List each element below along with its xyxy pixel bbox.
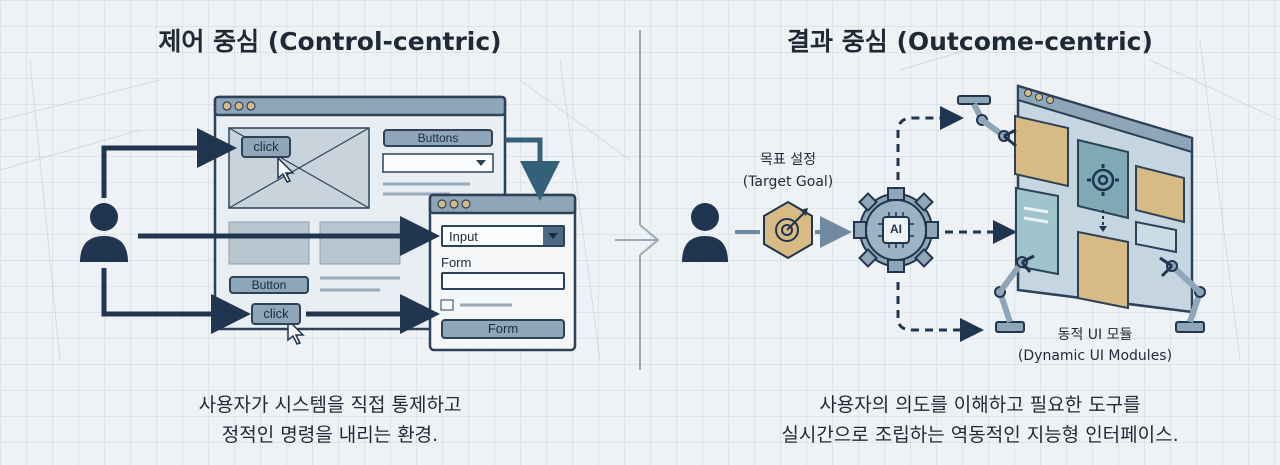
dropdown-field — [382, 153, 494, 173]
right-title: 결과 중심 (Outcome-centric) — [787, 27, 1153, 56]
right-caption-line1: 사용자의 의도를 이해하고 필요한 도구를 — [819, 394, 1141, 416]
ai-gear-icon — [853, 187, 939, 273]
input-dropdown[interactable]: Input — [441, 225, 565, 247]
settings-module — [1077, 138, 1129, 220]
modules-label-en: (Dynamic UI Modules) — [1017, 348, 1173, 364]
user-icon — [80, 203, 128, 262]
window-flow-arrow — [505, 137, 560, 201]
target-goal-icon — [763, 200, 813, 260]
ui-module-card — [1135, 164, 1185, 224]
chevron-down-icon — [543, 227, 563, 245]
left-caption-line2: 정적인 명령을 내리는 환경. — [221, 424, 439, 446]
robot-arm-icon — [957, 95, 1017, 148]
right-caption-line2: 실시간으로 조립하는 역동적인 지능형 인터페이스. — [781, 424, 1179, 446]
input-label: Input — [449, 229, 478, 244]
form-label: Form — [441, 255, 472, 270]
ui-module-card — [1077, 230, 1129, 310]
left-caption-line1: 사용자가 시스템을 직접 통제하고 — [198, 394, 462, 416]
cursor-icon — [287, 318, 305, 345]
control-arrows — [101, 128, 440, 334]
button-button[interactable]: Button — [229, 276, 309, 294]
form-submit-button[interactable]: Form — [441, 319, 565, 339]
cursor-icon — [277, 156, 295, 183]
buttons-button[interactable]: Buttons — [383, 129, 493, 147]
click-button-top[interactable]: click — [241, 136, 291, 158]
ui-module-card — [1135, 220, 1177, 254]
ai-output-arrows — [896, 106, 1017, 342]
left-title: 제어 중심 (Control-centric) — [158, 27, 502, 56]
goal-label-ko: 목표 설정 — [760, 152, 816, 168]
ui-module-card — [1014, 114, 1069, 188]
gear-icon — [1091, 168, 1115, 192]
form-text-field[interactable] — [441, 272, 565, 290]
click-button-bottom[interactable]: click — [251, 303, 301, 325]
goal-label-en: (Target Goal) — [742, 174, 834, 190]
robot-arm-icon — [994, 254, 1035, 333]
user-icon — [682, 203, 728, 262]
modules-label-ko: 동적 UI 모듈 — [1057, 327, 1133, 343]
ai-label: AI — [890, 222, 902, 236]
robot-arm-icon — [1159, 256, 1206, 333]
